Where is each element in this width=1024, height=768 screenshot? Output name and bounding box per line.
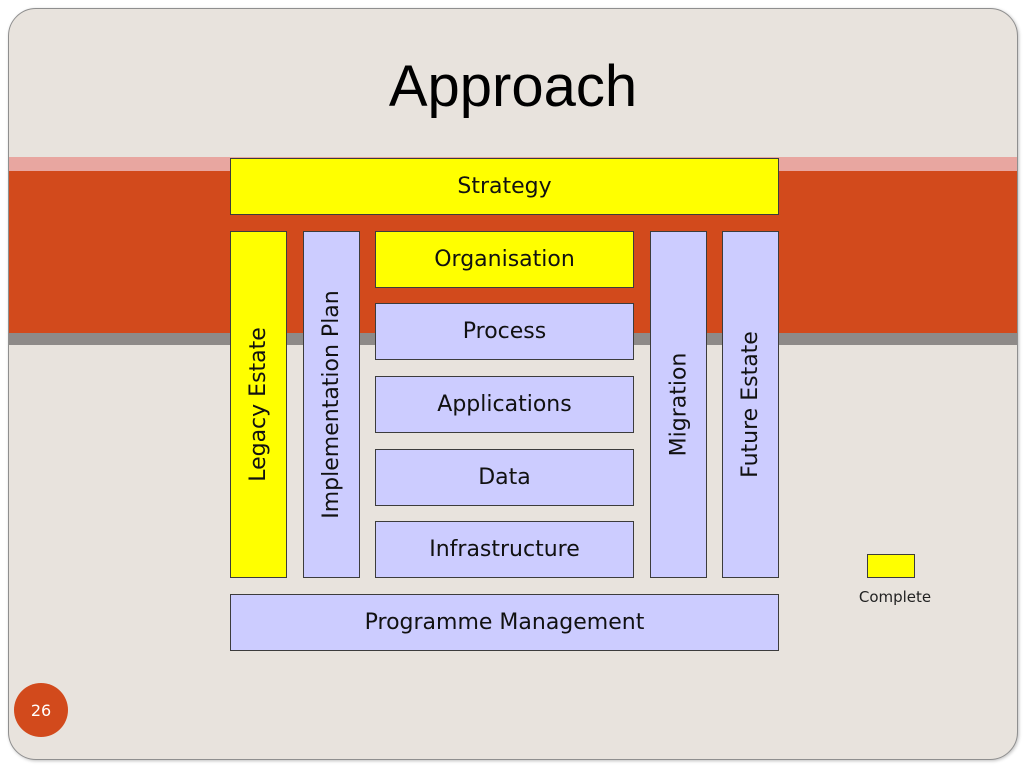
legend-complete-label: Complete [858,588,932,606]
organisation-box: Organisation [375,231,634,288]
legacy-estate-label: Legacy Estate [246,327,271,482]
infrastructure-box: Infrastructure [375,521,634,578]
process-box: Process [375,303,634,360]
applications-label: Applications [437,392,572,417]
implementation-plan-box: Implementation Plan [303,231,360,578]
page-number: 26 [30,700,52,720]
infrastructure-label: Infrastructure [429,537,580,562]
programme-management-box: Programme Management [230,594,779,651]
organisation-label: Organisation [434,247,575,272]
page-number-badge: 26 [14,683,68,737]
programme-management-label: Programme Management [364,610,645,635]
data-box: Data [375,449,634,506]
slide-title: Approach [388,54,638,119]
applications-box: Applications [375,376,634,433]
slide: Approach Strategy Legacy Estate Implemen… [8,8,1018,760]
implementation-plan-label: Implementation Plan [319,290,344,519]
migration-box: Migration [650,231,707,578]
legend-complete-swatch [867,554,915,578]
data-label: Data [478,465,531,490]
future-estate-label: Future Estate [738,331,763,478]
process-label: Process [462,319,547,344]
legacy-estate-box: Legacy Estate [230,231,287,578]
migration-label: Migration [666,352,692,457]
strategy-box: Strategy [230,158,779,215]
future-estate-box: Future Estate [722,231,779,578]
strategy-label: Strategy [457,174,552,199]
